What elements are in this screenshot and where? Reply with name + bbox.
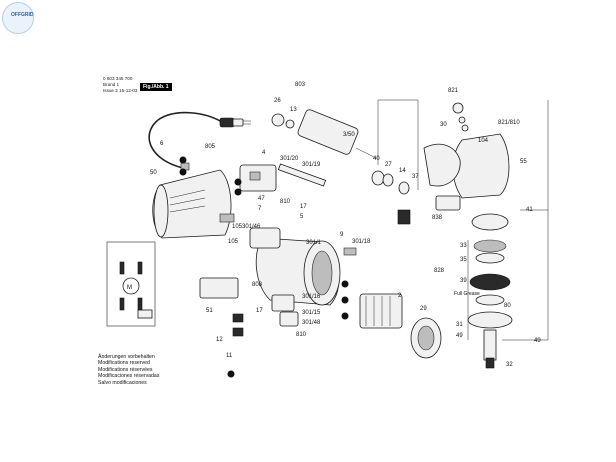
document-issue: Issue 2 15-12-03 xyxy=(103,88,138,93)
brand-logo-text: OFFGRID xyxy=(11,12,34,18)
label-3-50: 3/50 xyxy=(343,132,355,138)
brush-cover xyxy=(199,277,239,299)
brush-holder-b xyxy=(232,327,244,337)
label-828: 828 xyxy=(434,268,445,274)
modification-notes: Änderungen vorbehalten Modifications res… xyxy=(98,354,159,386)
label-301-19: 301/19 xyxy=(302,162,321,168)
note-de: Änderungen vorbehalten xyxy=(98,354,155,360)
gear-head xyxy=(423,102,510,211)
switch-assembly xyxy=(239,163,327,192)
label-80: 80 xyxy=(504,303,511,309)
marker-dots xyxy=(179,156,349,378)
document-info: 0 603 345 700 Brand 1 Issue 2 15-12-03 xyxy=(103,76,137,94)
label-27: 27 xyxy=(385,162,392,168)
label-51: 51 xyxy=(206,308,213,314)
label-17a: 17 xyxy=(300,204,307,210)
label-4: 4 xyxy=(262,150,266,156)
label-29: 29 xyxy=(420,306,427,312)
label-821-810: 821/810 xyxy=(498,120,520,126)
gear-plate xyxy=(271,294,295,312)
power-cord xyxy=(148,111,251,171)
label-35: 35 xyxy=(460,257,467,263)
label-49a: 49 xyxy=(456,333,463,339)
label-104: 104 xyxy=(478,138,489,144)
label-301-46: 301/46 xyxy=(242,224,261,230)
wiring-schematic: M xyxy=(106,241,156,327)
figure-badge: Fig./Abb. 1 xyxy=(140,83,172,91)
label-14: 14 xyxy=(399,168,406,174)
label-9: 9 xyxy=(340,232,344,238)
bearing-stack xyxy=(371,170,411,225)
label-105a: 105 xyxy=(232,224,243,230)
bracket-part xyxy=(279,311,299,327)
note-fr: Modifications réservées xyxy=(98,366,153,373)
brand-logo: OFFGRID xyxy=(2,2,34,34)
label-31: 31 xyxy=(456,322,463,328)
label-301-1: 301/1 xyxy=(306,240,322,246)
document-brand: Brand 1 xyxy=(103,82,120,87)
label-17b: 17 xyxy=(256,308,263,314)
label-301-20: 301/20 xyxy=(280,156,299,162)
rotor xyxy=(359,293,442,359)
label-301-18: 301/18 xyxy=(352,239,371,245)
note-it: Salvo modificaciones xyxy=(98,379,147,386)
label-2: 2 xyxy=(398,293,402,299)
label-803: 803 xyxy=(295,82,306,88)
note-es: Modificaciones reservadas xyxy=(98,373,160,380)
document-number: 0 603 345 700 xyxy=(103,76,133,81)
label-301-15: 301/15 xyxy=(302,310,321,316)
label-12: 12 xyxy=(216,337,223,343)
label-810a: 810 xyxy=(280,199,291,205)
label-5: 5 xyxy=(300,214,304,220)
label-105b: 105 xyxy=(228,239,239,245)
motor-housing xyxy=(152,169,235,239)
stator-housing xyxy=(249,227,341,306)
label-40: 40 xyxy=(373,156,380,162)
label-6: 6 xyxy=(160,141,164,147)
label-55: 55 xyxy=(520,159,527,165)
label-301-16: 301/16 xyxy=(302,294,321,300)
label-805: 805 xyxy=(205,144,216,150)
full-grease-label: Full Grease xyxy=(454,291,480,297)
label-11: 11 xyxy=(226,353,233,359)
label-32: 32 xyxy=(506,362,513,368)
label-810b: 810 xyxy=(296,332,307,338)
armature xyxy=(271,109,377,159)
leader-lines xyxy=(377,99,549,341)
brush-holder-a xyxy=(232,313,244,323)
label-838: 838 xyxy=(432,215,443,221)
label-13: 13 xyxy=(290,107,297,113)
label-821: 821 xyxy=(448,88,459,94)
label-50: 50 xyxy=(150,170,157,176)
label-37: 37 xyxy=(412,174,419,180)
label-808: 808 xyxy=(252,282,263,288)
label-49b: 49 xyxy=(534,338,541,344)
note-en: Modifications reserved xyxy=(98,360,150,367)
svg-text:M: M xyxy=(127,285,132,291)
label-26: 26 xyxy=(274,98,281,104)
label-30: 30 xyxy=(440,122,447,128)
label-47: 47 xyxy=(258,196,265,202)
label-301-48: 301/48 xyxy=(302,320,321,326)
label-39: 39 xyxy=(460,278,467,284)
label-7: 7 xyxy=(258,206,262,212)
clip-part xyxy=(343,247,357,256)
label-33: 33 xyxy=(460,243,467,249)
